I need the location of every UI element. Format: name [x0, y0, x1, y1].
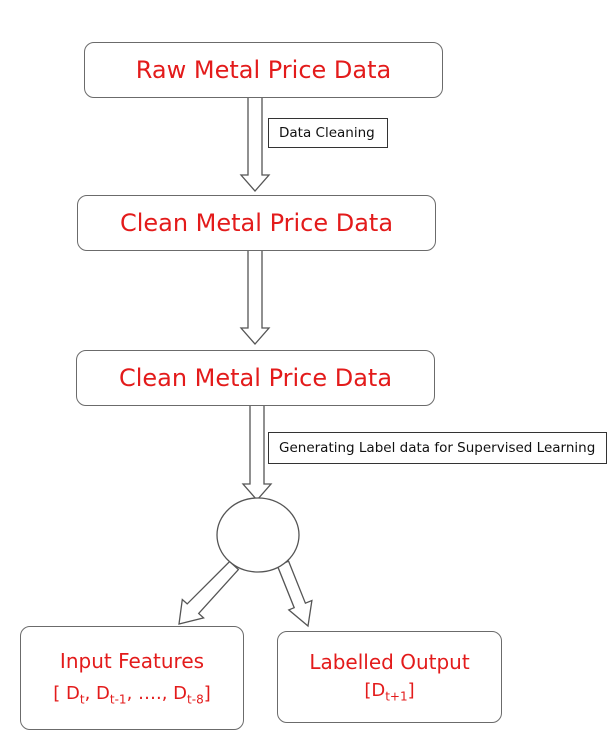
input-features-node: Input Features [ Dt, Dt-1, …., Dt-8]: [20, 626, 244, 730]
input-vector-open: [ D: [53, 683, 80, 705]
clean-metal-price-node-1: Clean Metal Price Data: [77, 195, 436, 251]
input-vector-sub-t-1: t-1: [109, 692, 127, 707]
input-features-vector: [ Dt, Dt-1, …., Dt-8]: [53, 683, 210, 707]
raw-metal-price-node: Raw Metal Price Data: [84, 42, 443, 98]
labelled-output-vector: [Dt+1]: [364, 680, 414, 704]
labelled-output-title: Labelled Output: [309, 650, 470, 675]
data-cleaning-label: Data Cleaning: [268, 118, 388, 148]
input-vector-sep-2: , …., D: [126, 683, 188, 705]
junction-circle: [216, 497, 300, 573]
clean-metal-price-node-2: Clean Metal Price Data: [76, 350, 435, 406]
output-vector-close: ]: [407, 680, 415, 702]
label-generation-text: Generating Label data for Supervised Lea…: [279, 440, 596, 456]
clean-metal-price-label-2: Clean Metal Price Data: [118, 364, 393, 392]
output-vector-open: [D: [364, 680, 386, 702]
label-generation-label: Generating Label data for Supervised Lea…: [268, 432, 607, 464]
clean-metal-price-label-1: Clean Metal Price Data: [119, 209, 394, 237]
input-vector-sep-1: , D: [84, 683, 110, 705]
input-features-title: Input Features: [59, 649, 205, 674]
input-vector-sub-t: t: [79, 692, 85, 707]
labelled-output-node: Labelled Output [Dt+1]: [277, 631, 502, 723]
arrow-raw-to-clean: [239, 96, 271, 192]
input-vector-sub-t-8: t-8: [187, 692, 204, 707]
arrow-junction-to-output: [276, 560, 313, 628]
output-vector-sub-t-plus-1: t+1: [385, 689, 408, 704]
arrow-clean-to-clean: [239, 249, 271, 345]
arrow-junction-to-input: [178, 560, 240, 625]
raw-metal-price-label: Raw Metal Price Data: [135, 56, 392, 84]
arrow-clean-to-junction: [241, 404, 273, 501]
data-cleaning-text: Data Cleaning: [279, 125, 375, 141]
input-vector-close: ]: [203, 683, 211, 705]
